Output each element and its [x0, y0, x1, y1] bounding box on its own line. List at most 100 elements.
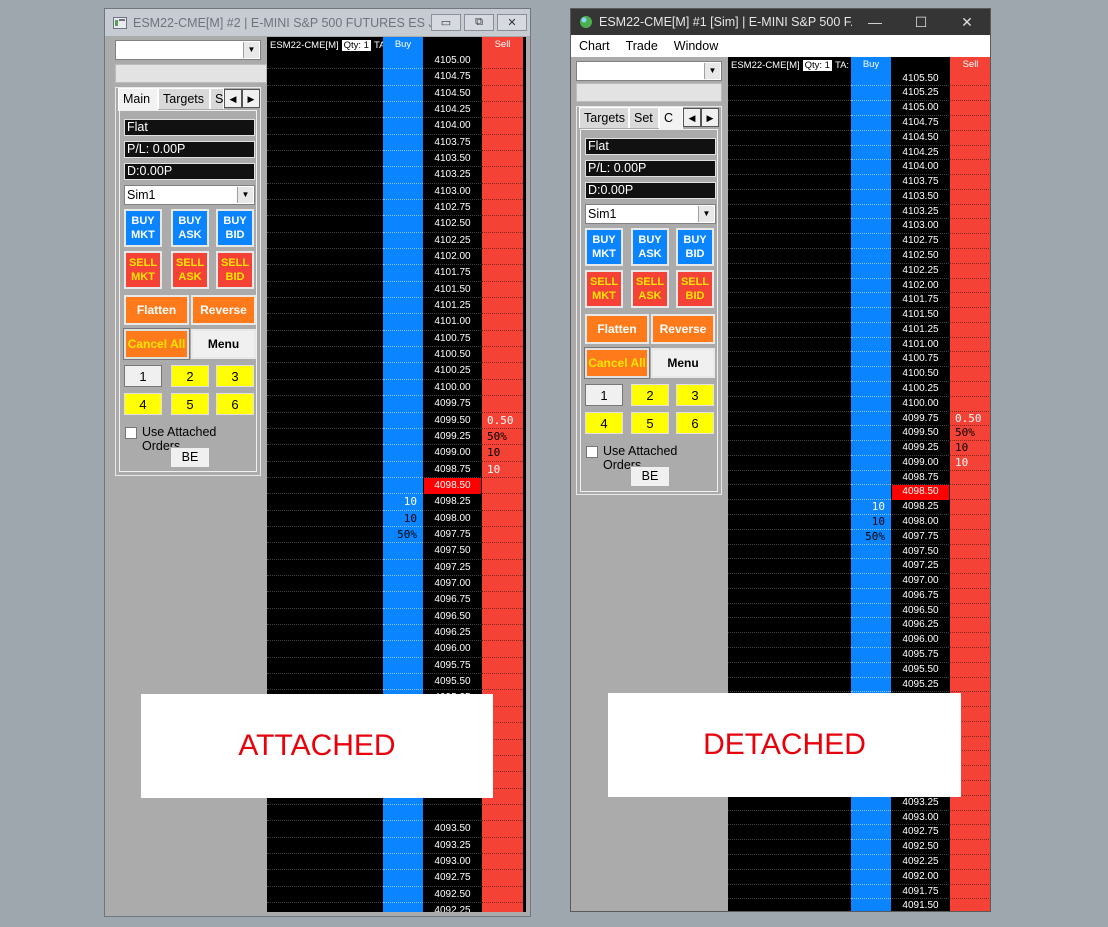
cancel-all-button[interactable]: Cancel All: [123, 328, 190, 360]
price-cell[interactable]: 4100.50: [902, 368, 939, 380]
price-cell[interactable]: 4097.00: [434, 578, 471, 590]
price-cell[interactable]: 4092.00: [902, 870, 939, 882]
minimize-icon[interactable]: ▭: [431, 14, 461, 31]
price-cell[interactable]: 4093.25: [902, 796, 939, 808]
price-cell[interactable]: 4091.50: [902, 900, 939, 912]
tab-main[interactable]: Main: [118, 88, 158, 111]
quantity-preset-6[interactable]: 6: [676, 412, 714, 434]
price-cell[interactable]: 4093.00: [902, 811, 939, 823]
price-cell[interactable]: 4100.50: [434, 349, 471, 361]
price-cell[interactable]: 4093.00: [434, 855, 471, 867]
price-cell[interactable]: 4098.25: [902, 501, 939, 513]
price-cell[interactable]: 4096.50: [902, 604, 939, 616]
price-cell[interactable]: 4099.75: [902, 412, 939, 424]
price-cell[interactable]: 4104.00: [434, 120, 471, 132]
price-cell[interactable]: 4093.50: [434, 823, 471, 835]
price-cell[interactable]: 4097.25: [902, 560, 939, 572]
last-price-cell[interactable]: 4098.50: [892, 485, 949, 501]
price-cell[interactable]: 4101.75: [434, 267, 471, 279]
account-select[interactable]: Sim1▼: [124, 185, 255, 205]
price-cell[interactable]: 4105.25: [902, 87, 939, 99]
price-cell[interactable]: 4095.50: [434, 676, 471, 688]
price-cell[interactable]: 4097.25: [434, 561, 471, 573]
last-price-cell[interactable]: 4098.50: [424, 477, 481, 495]
tab-targets[interactable]: Targets: [158, 88, 210, 109]
quantity-preset-3[interactable]: 3: [676, 384, 714, 406]
price-cell[interactable]: 4097.00: [902, 575, 939, 587]
price-cell[interactable]: 4104.50: [902, 131, 939, 143]
price-cell[interactable]: 4103.25: [902, 205, 939, 217]
price-cell[interactable]: 4095.75: [902, 649, 939, 661]
reverse-button[interactable]: Reverse: [651, 314, 715, 344]
price-cell[interactable]: 4097.75: [902, 530, 939, 542]
use-attached-orders-checkbox[interactable]: [125, 427, 137, 439]
price-cell[interactable]: 4103.00: [434, 185, 471, 197]
price-cell[interactable]: 4101.00: [434, 316, 471, 328]
quantity-preset-2[interactable]: 2: [171, 365, 209, 387]
price-cell[interactable]: 4096.25: [902, 619, 939, 631]
tab-c[interactable]: C: [659, 107, 683, 130]
title-bar[interactable]: ESM22-CME[M] #1 [Sim] | E-MINI S&P 500 F…: [571, 9, 990, 35]
flatten-button[interactable]: Flatten: [585, 314, 649, 344]
tab-settings[interactable]: S: [210, 88, 224, 109]
price-cell[interactable]: 4100.25: [434, 365, 471, 377]
breakeven-button[interactable]: BE: [630, 466, 670, 487]
price-cell[interactable]: 4096.75: [434, 594, 471, 606]
tab-scroll-right-icon[interactable]: ▶: [242, 89, 260, 108]
price-cell[interactable]: 4093.25: [434, 839, 471, 851]
title-bar[interactable]: ESM22-CME[M] #2 | E-MINI S&P 500 FUTURES…: [105, 9, 530, 36]
price-cell[interactable]: 4104.50: [434, 87, 471, 99]
restore-icon[interactable]: ⧉: [464, 14, 494, 31]
account-select[interactable]: Sim1▼: [585, 204, 716, 224]
price-cell[interactable]: 4096.25: [434, 627, 471, 639]
price-cell[interactable]: 4102.75: [902, 235, 939, 247]
price-cell[interactable]: 4096.00: [434, 643, 471, 655]
quantity-preset-1[interactable]: 1: [585, 384, 623, 406]
tab-scroll-left-icon[interactable]: ◀: [224, 89, 242, 108]
price-cell[interactable]: 4095.75: [434, 659, 471, 671]
price-cell[interactable]: 4100.25: [902, 382, 939, 394]
price-cell[interactable]: 4092.25: [902, 855, 939, 867]
price-cell[interactable]: 4103.75: [902, 176, 939, 188]
price-cell[interactable]: 4104.75: [902, 116, 939, 128]
price-cell[interactable]: 4103.25: [434, 169, 471, 181]
price-cell[interactable]: 4099.00: [434, 447, 471, 459]
price-cell[interactable]: 4102.25: [434, 234, 471, 246]
price-cell[interactable]: 4101.25: [434, 300, 471, 312]
maximize-icon[interactable]: ☐: [914, 13, 928, 30]
price-cell[interactable]: 4097.50: [434, 545, 471, 557]
price-cell[interactable]: 4099.50: [434, 414, 471, 426]
price-cell[interactable]: 4091.75: [902, 885, 939, 897]
price-cell[interactable]: 4100.00: [902, 397, 939, 409]
price-cell[interactable]: 4092.25: [434, 905, 471, 912]
price-cell[interactable]: 4098.25: [434, 496, 471, 508]
price-cell[interactable]: 4105.00: [434, 54, 471, 66]
price-cell[interactable]: 4096.75: [902, 589, 939, 601]
price-cell[interactable]: 4092.75: [902, 826, 939, 838]
price-cell[interactable]: 4095.50: [902, 663, 939, 675]
price-cell[interactable]: 4099.25: [434, 430, 471, 442]
quantity-preset-3[interactable]: 3: [216, 365, 254, 387]
price-cell[interactable]: 4101.25: [902, 323, 939, 335]
price-cell[interactable]: 4104.25: [902, 146, 939, 158]
quantity-preset-4[interactable]: 4: [124, 393, 162, 415]
price-cell[interactable]: 4102.75: [434, 201, 471, 213]
price-cell[interactable]: 4103.50: [434, 152, 471, 164]
menu-chart[interactable]: Chart: [579, 39, 610, 53]
symbol-dropdown[interactable]: ▼: [115, 40, 261, 60]
price-cell[interactable]: 4100.75: [902, 353, 939, 365]
price-cell[interactable]: 4095.25: [902, 678, 939, 690]
menu-trade[interactable]: Trade: [625, 39, 658, 53]
price-cell[interactable]: 4099.75: [434, 398, 471, 410]
price-cell[interactable]: 4104.25: [434, 103, 471, 115]
price-cell[interactable]: 4100.75: [434, 332, 471, 344]
